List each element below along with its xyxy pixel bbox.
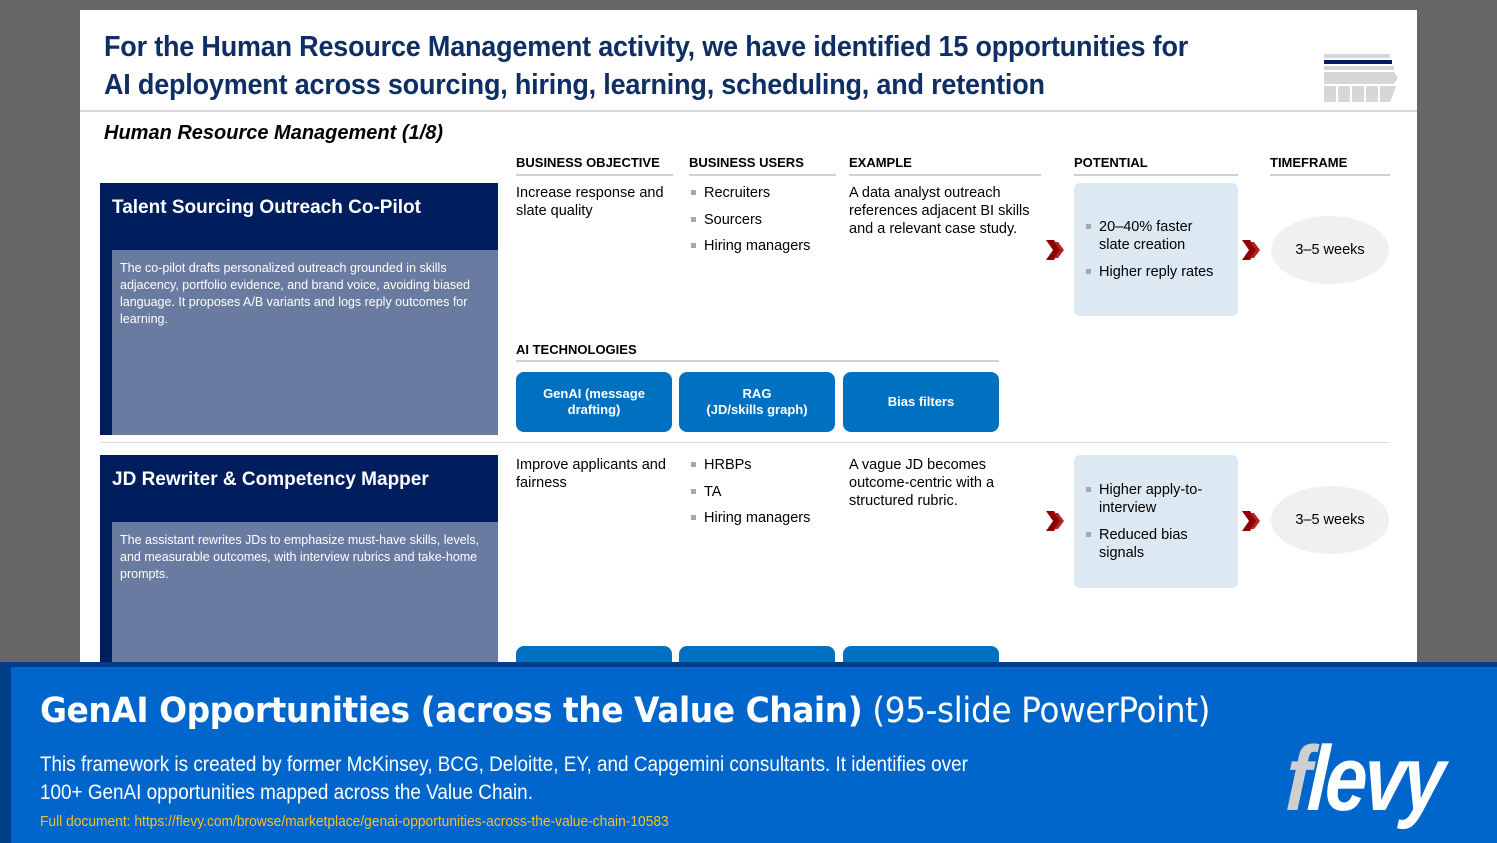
slide-title: For the Human Resource Management activi…	[104, 31, 1189, 101]
potential-list: Higher apply-to-interview Reduced bias s…	[1084, 481, 1214, 570]
timeframe-badge: 3–5 weeks	[1271, 216, 1389, 284]
header-rule	[1270, 174, 1390, 176]
potential-item: Reduced bias signals	[1084, 526, 1214, 562]
business-user-item: Hiring managers	[689, 509, 810, 527]
header-rule	[1074, 174, 1238, 176]
example-text: A data analyst outreach references adjac…	[849, 185, 1030, 237]
banner-title: GenAI Opportunities (across the Value Ch…	[40, 691, 1210, 731]
potential-item: 20–40% faster slate creation	[1084, 218, 1214, 254]
header-rule	[849, 174, 1041, 176]
header-rule	[689, 174, 836, 176]
opportunity-card-description: The assistant rewrites JDs to emphasize …	[112, 522, 498, 670]
example-text: A vague JD becomes outcome-centric with …	[849, 457, 995, 509]
header-rule	[516, 360, 999, 362]
slide: For the Human Resource Management activi…	[80, 10, 1417, 670]
business-user-item: TA	[689, 483, 810, 501]
potential-list: 20–40% faster slate creation Higher repl…	[1084, 218, 1214, 289]
banner-title-bold: GenAI Opportunities (across the Value Ch…	[40, 691, 863, 731]
ai-tech-rag: RAG (JD/skills graph)	[679, 372, 835, 432]
business-user-item: Sourcers	[689, 211, 810, 229]
full-document-link[interactable]: Full document: https://flevy.com/browse/…	[40, 813, 669, 830]
flevy-logo-rest: levy	[1305, 728, 1445, 830]
business-users-list: Recruiters Sourcers Hiring managers	[689, 184, 810, 264]
potential-item: Higher reply rates	[1084, 263, 1214, 281]
header-rule	[516, 174, 673, 176]
potential-box: 20–40% faster slate creation Higher repl…	[1074, 183, 1238, 316]
section-subtitle: Human Resource Management (1/8)	[104, 122, 443, 144]
timeframe-badge: 3–5 weeks	[1271, 486, 1389, 554]
chevron-right-icon	[1242, 511, 1260, 531]
business-user-item: Recruiters	[689, 184, 810, 202]
flevy-logo[interactable]: flevy	[1283, 728, 1445, 830]
header-example: EXAMPLE	[849, 155, 912, 170]
business-user-item: HRBPs	[689, 456, 810, 474]
business-objective: Increase response and slate quality	[516, 185, 664, 219]
chevron-right-icon	[1046, 511, 1064, 531]
promo-banner: GenAI Opportunities (across the Value Ch…	[0, 662, 1497, 843]
header-timeframe: TIMEFRAME	[1270, 155, 1348, 170]
opportunity-card-description: The co-pilot drafts personalized outreac…	[112, 250, 498, 435]
business-objective: Improve applicants and fairness	[516, 457, 666, 491]
business-users-list: HRBPs TA Hiring managers	[689, 456, 810, 536]
header-potential: POTENTIAL	[1074, 155, 1148, 170]
header-ai-technologies: AI TECHNOLOGIES	[516, 342, 637, 357]
chevron-right-icon	[1046, 240, 1064, 260]
row-divider	[100, 442, 1390, 443]
ai-tech-bias-filters: Bias filters	[843, 372, 999, 432]
value-chain-icon	[1324, 54, 1398, 102]
banner-title-light: (95-slide PowerPoint)	[862, 691, 1210, 731]
header-business-users: BUSINESS USERS	[689, 155, 804, 170]
potential-box: Higher apply-to-interview Reduced bias s…	[1074, 455, 1238, 588]
banner-description: This framework is created by former McKi…	[40, 753, 968, 804]
chevron-right-icon	[1242, 240, 1260, 260]
title-divider	[80, 110, 1417, 112]
potential-item: Higher apply-to-interview	[1084, 481, 1214, 517]
ai-tech-genai: GenAI (message drafting)	[516, 372, 672, 432]
header-business-objective: BUSINESS OBJECTIVE	[516, 155, 660, 170]
business-user-item: Hiring managers	[689, 237, 810, 255]
